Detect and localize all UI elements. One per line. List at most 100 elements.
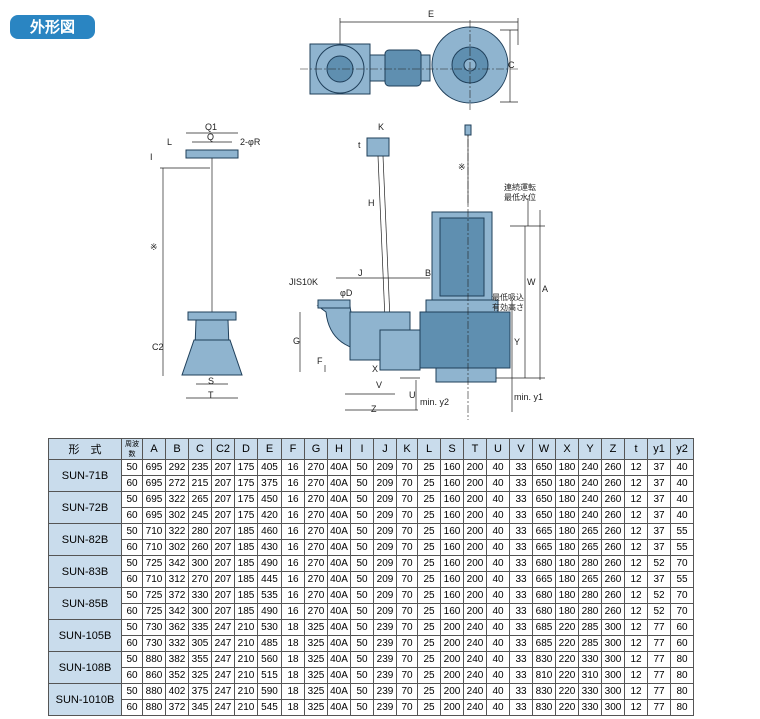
value-cell: 40 [486, 523, 510, 540]
value-cell: 50 [350, 651, 374, 668]
dim-label-C: C [508, 60, 515, 70]
value-cell: 40A [327, 491, 351, 508]
side-view [299, 124, 545, 420]
header-col-l: L [417, 438, 441, 460]
value-cell: 70 [396, 571, 418, 588]
value-cell: 55 [670, 571, 694, 588]
freq-cell: 50 [121, 459, 143, 476]
dim-label-X: X [372, 364, 378, 374]
freq-cell: 60 [121, 603, 143, 620]
value-cell: 260 [601, 539, 625, 556]
value-cell: 312 [165, 571, 189, 588]
dim-label-Q: Q [207, 132, 214, 142]
freq-cell: 60 [121, 507, 143, 524]
header-col-u: U [486, 438, 510, 460]
model-cell: SUN-108B [48, 651, 122, 684]
value-cell: 200 [440, 699, 464, 716]
value-cell: 77 [647, 635, 671, 652]
value-cell: 265 [578, 523, 602, 540]
value-cell: 240 [463, 635, 487, 652]
value-cell: 680 [532, 587, 556, 604]
value-cell: 260 [601, 571, 625, 588]
value-cell: 18 [281, 699, 305, 716]
value-cell: 445 [257, 571, 282, 588]
header-col-k: K [396, 438, 418, 460]
value-cell: 710 [142, 523, 166, 540]
value-cell: 50 [350, 571, 374, 588]
header-col-w: W [532, 438, 556, 460]
value-cell: 830 [532, 683, 556, 700]
value-cell: 50 [350, 459, 374, 476]
value-cell: 25 [417, 603, 441, 620]
value-cell: 12 [624, 459, 648, 476]
value-cell: 33 [509, 635, 533, 652]
note-water-level-line2: 最低水位 [504, 192, 536, 202]
value-cell: 70 [396, 667, 418, 684]
value-cell: 200 [463, 523, 487, 540]
value-cell: 860 [142, 667, 166, 684]
header-frequency: 周波数 [121, 438, 143, 460]
value-cell: 25 [417, 491, 441, 508]
value-cell: 40 [670, 475, 694, 492]
value-cell: 270 [304, 491, 328, 508]
value-cell: 725 [142, 603, 166, 620]
value-cell: 460 [257, 523, 282, 540]
header-col-c: C [188, 438, 212, 460]
value-cell: 33 [509, 651, 533, 668]
value-cell: 810 [532, 667, 556, 684]
model-cell: SUN-72B [48, 491, 122, 524]
value-cell: 50 [350, 555, 374, 572]
value-cell: 40A [327, 539, 351, 556]
value-cell: 650 [532, 475, 556, 492]
freq-cell: 60 [121, 635, 143, 652]
header-col-d: D [234, 438, 258, 460]
model-cell: SUN-82B [48, 523, 122, 556]
value-cell: 70 [396, 475, 418, 492]
value-cell: 40 [486, 683, 510, 700]
value-cell: 25 [417, 635, 441, 652]
value-cell: 33 [509, 507, 533, 524]
value-cell: 175 [234, 507, 258, 524]
value-cell: 40 [670, 507, 694, 524]
freq-cell: 50 [121, 619, 143, 636]
value-cell: 70 [396, 459, 418, 476]
freq-cell: 50 [121, 491, 143, 508]
value-cell: 200 [463, 475, 487, 492]
value-cell: 40 [486, 619, 510, 636]
value-cell: 160 [440, 507, 464, 524]
value-cell: 12 [624, 539, 648, 556]
value-cell: 160 [440, 539, 464, 556]
model-cell: SUN-83B [48, 555, 122, 588]
value-cell: 40A [327, 459, 351, 476]
freq-cell: 50 [121, 587, 143, 604]
value-cell: 239 [373, 699, 397, 716]
value-cell: 207 [211, 491, 235, 508]
value-cell: 160 [440, 523, 464, 540]
value-cell: 710 [142, 571, 166, 588]
value-cell: 12 [624, 491, 648, 508]
value-cell: 40A [327, 555, 351, 572]
value-cell: 325 [304, 667, 328, 684]
header-col-f: F [281, 438, 305, 460]
dim-label-V: V [376, 380, 382, 390]
value-cell: 52 [647, 603, 671, 620]
value-cell: 37 [647, 539, 671, 556]
value-cell: 50 [350, 587, 374, 604]
value-cell: 535 [257, 587, 282, 604]
dim-label-W: W [527, 277, 536, 287]
value-cell: 12 [624, 571, 648, 588]
dim-label-note-mark-1: ※ [150, 242, 158, 252]
value-cell: 16 [281, 555, 305, 572]
value-cell: 545 [257, 699, 282, 716]
value-cell: 245 [188, 507, 212, 524]
value-cell: 240 [463, 651, 487, 668]
value-cell: 725 [142, 587, 166, 604]
value-cell: 830 [532, 699, 556, 716]
value-cell: 270 [304, 539, 328, 556]
header-col-e: E [257, 438, 282, 460]
